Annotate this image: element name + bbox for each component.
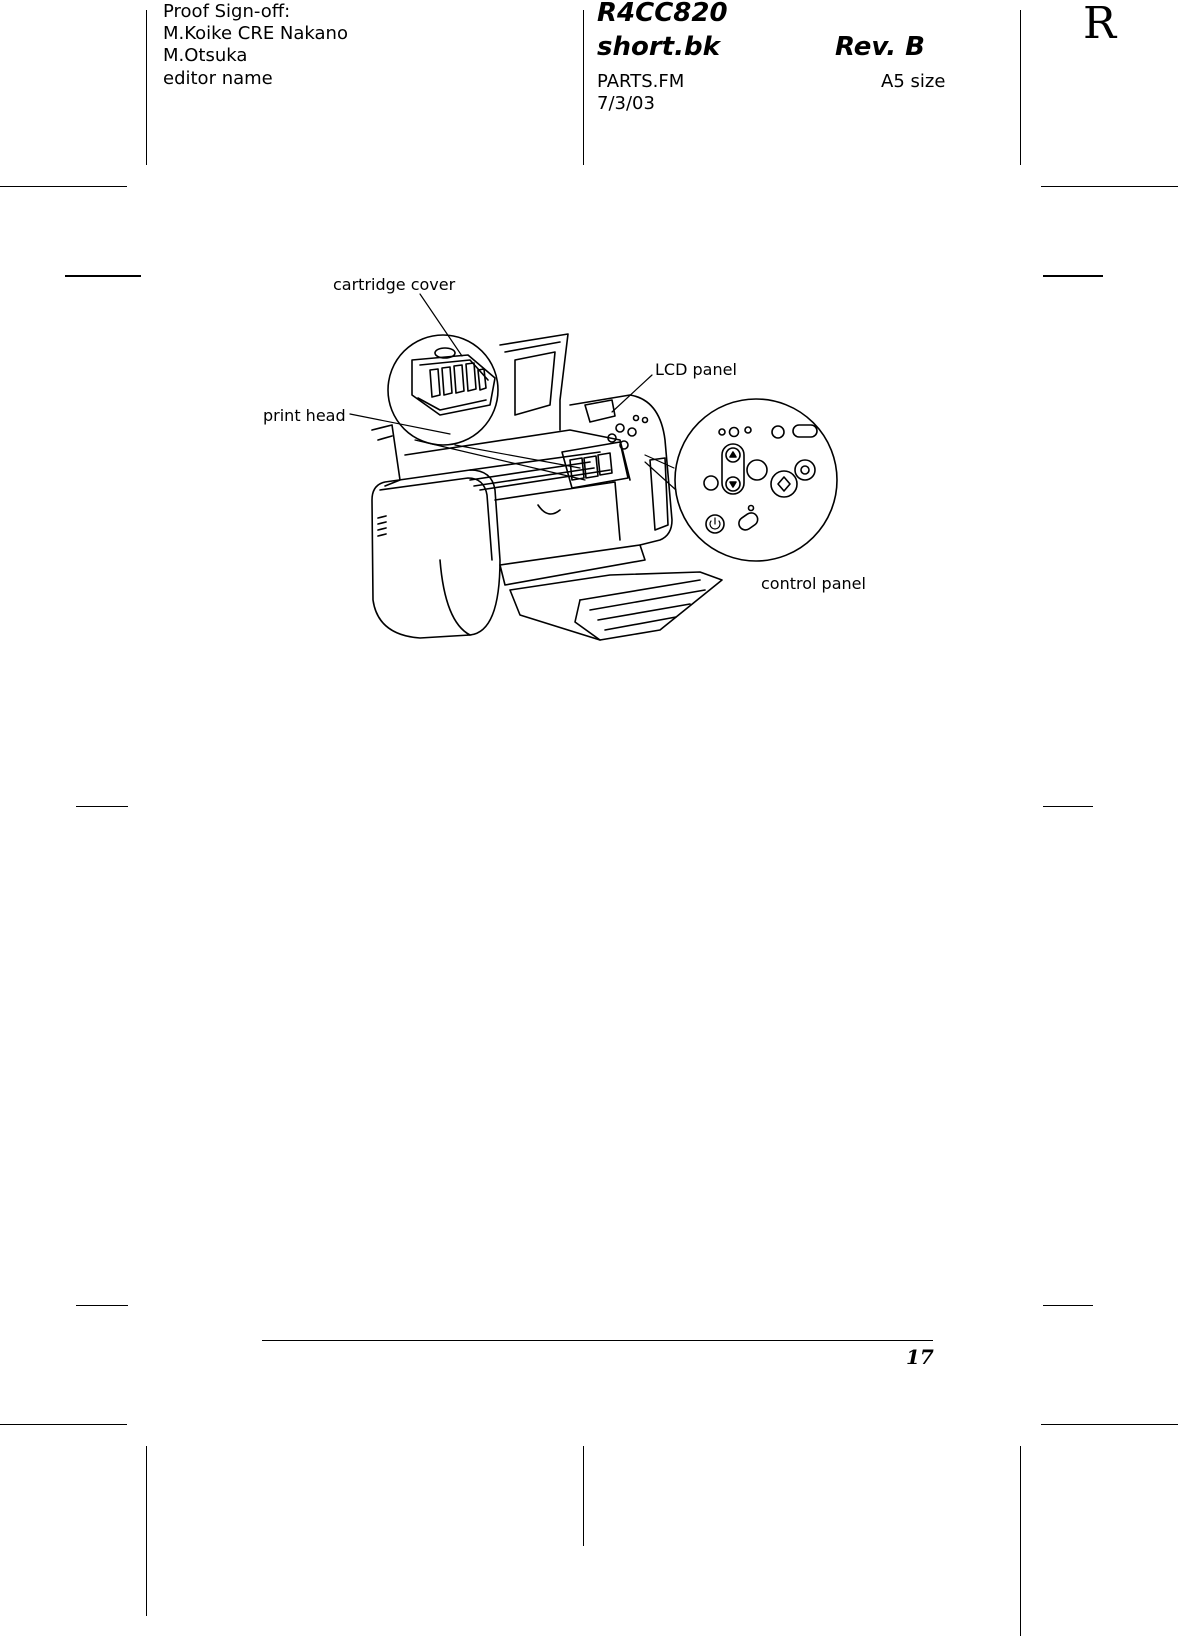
side-mark: R [1083, 0, 1117, 49]
start-button-icon [770, 470, 798, 498]
indicator-light [747, 504, 755, 512]
doc-code: R4CC820 [597, 0, 728, 28]
proof-signoff-line-3: editor name [163, 68, 273, 89]
revision: Rev. B [835, 32, 925, 62]
footer-rule [262, 1340, 933, 1341]
crop-mark [76, 806, 128, 807]
indicator-light [728, 426, 740, 438]
round-button [771, 425, 785, 439]
proof-signoff-line-2: M.Otsuka [163, 45, 248, 66]
crop-mark [0, 1424, 127, 1425]
leader-cartridge-cover [419, 293, 463, 357]
crop-mark [76, 1305, 128, 1306]
label-control-panel: control panel [761, 574, 866, 593]
crop-mark [0, 186, 127, 187]
page-size: A5 size [881, 71, 946, 92]
down-arrow-icon [725, 476, 741, 492]
page-number: 17 [906, 1345, 934, 1369]
crop-mark [1041, 186, 1178, 187]
arrow-button-pad [721, 443, 745, 495]
cartridge-cover-inset [387, 334, 586, 481]
crop-mark [1020, 1446, 1021, 1636]
side-button [703, 475, 719, 491]
crop-mark [583, 1446, 584, 1546]
book-name: short.bk [597, 32, 720, 62]
crop-mark [146, 1446, 147, 1616]
file-name: PARTS.FM [597, 71, 685, 92]
label-lcd-panel: LCD panel [655, 360, 737, 379]
crop-mark [1041, 1424, 1178, 1425]
up-arrow-icon [725, 447, 741, 463]
label-cartridge-cover: cartridge cover [333, 275, 456, 294]
crop-mark [1043, 806, 1093, 807]
crop-mark [146, 10, 147, 165]
indicator-light [718, 428, 726, 436]
label-print-head: print head [263, 406, 346, 425]
crop-mark [1020, 10, 1021, 165]
control-panel-inset [644, 398, 838, 562]
power-icon [705, 514, 725, 534]
crop-mark [65, 275, 141, 277]
memory-card-button [738, 512, 759, 531]
printer-illustration [371, 333, 723, 641]
crop-mark [583, 10, 584, 165]
stop-button-icon [794, 459, 816, 481]
date: 7/3/03 [597, 93, 655, 114]
crop-mark [1043, 275, 1103, 277]
leader-lcd-panel [611, 374, 653, 413]
proof-signoff-line-1: M.Koike CRE Nakano [163, 23, 348, 44]
ok-button [746, 459, 768, 481]
crop-mark [1043, 1305, 1093, 1306]
printer-figure: cartridge cover LCD panel print head con… [263, 275, 866, 641]
proof-signoff-label: Proof Sign-off: [163, 1, 291, 22]
oval-button [792, 424, 818, 438]
indicator-light [744, 426, 752, 434]
